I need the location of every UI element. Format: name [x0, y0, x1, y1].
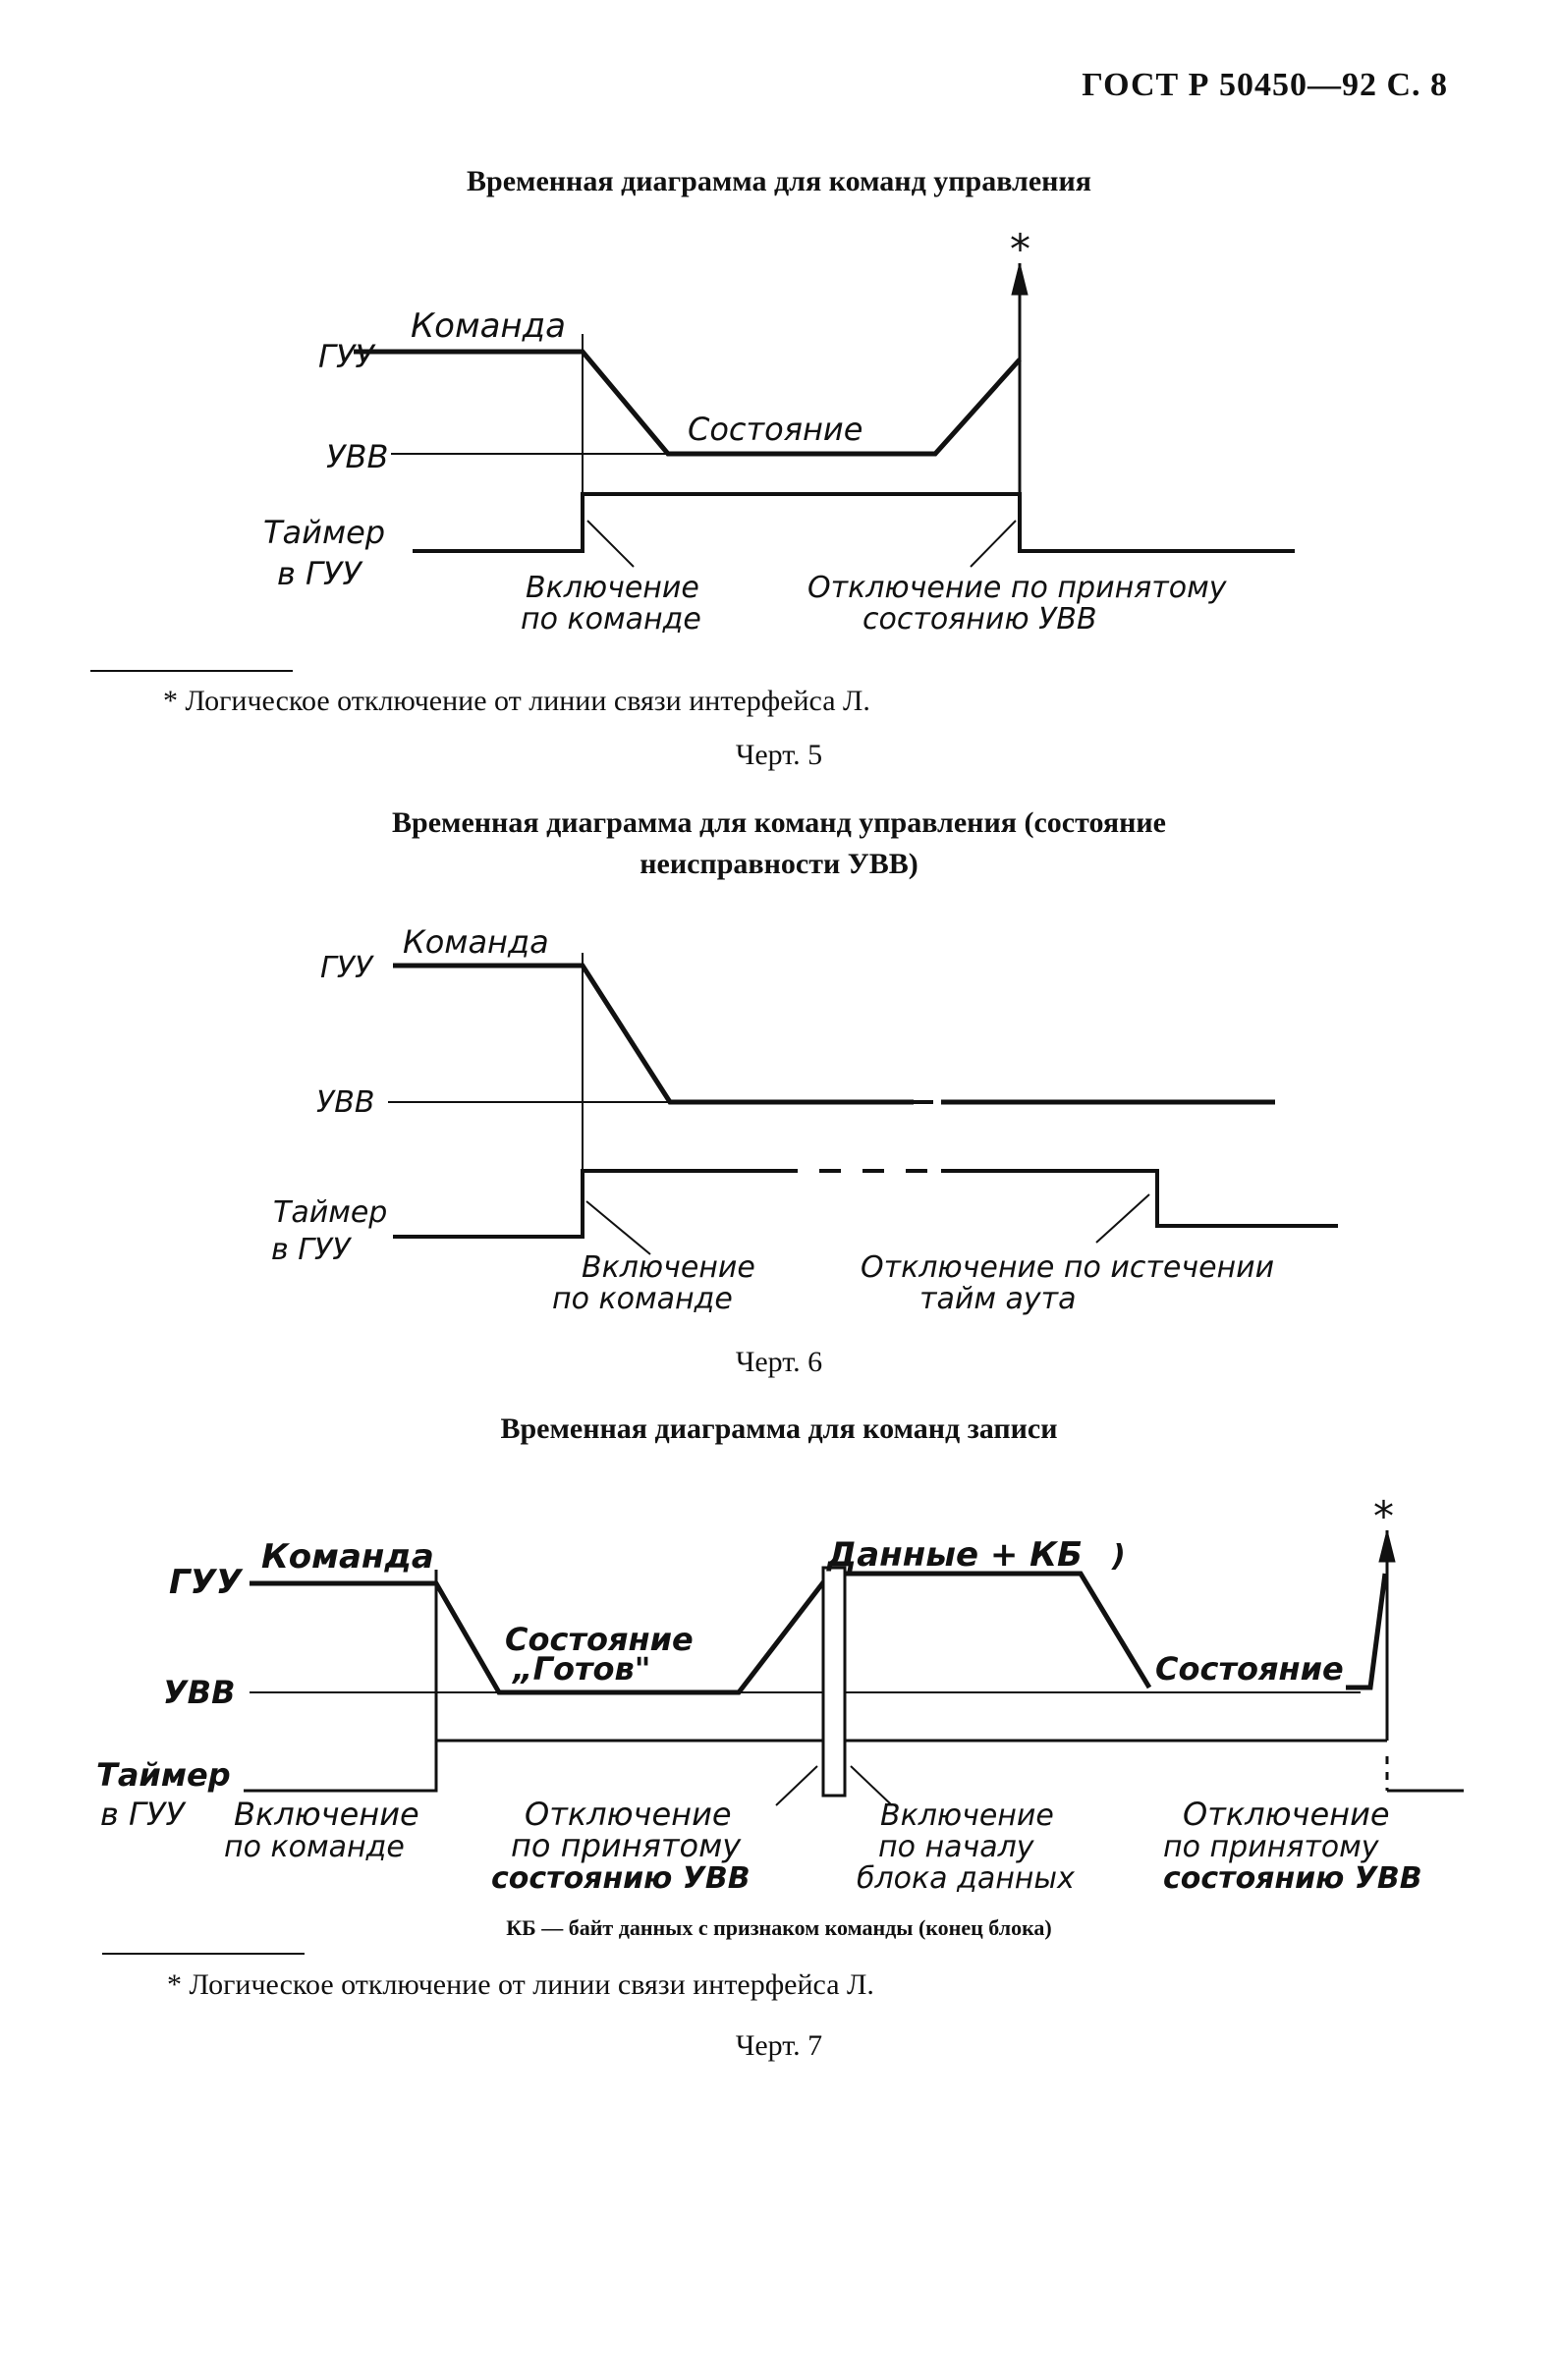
d7-label-on2: по команде [224, 1830, 405, 1864]
diagram-7-title: Временная диаграмма для команд записи [500, 1412, 1058, 1445]
d5-label-off1: Отключение по принятому [807, 571, 1228, 605]
d7-footnote: * Логическое отключение от линии связи и… [167, 1968, 874, 2001]
d7-kb-note: КБ — байт данных с признаком команды (ко… [506, 1915, 1052, 1940]
d5-arrow-icon [1011, 262, 1029, 296]
d7-pointer-off [775, 1765, 818, 1806]
d6-label-timer: Таймер [273, 1195, 387, 1230]
d5-asterisk: * [1010, 225, 1030, 273]
d7-pointer-begin [850, 1765, 893, 1806]
d5-guu-line [354, 349, 1022, 457]
diagram-6 [388, 953, 1338, 1255]
d7-label-off3: состоянию УВВ [491, 1861, 751, 1896]
d7-data-marker [821, 1566, 847, 1798]
d7-label-guu: ГУУ [169, 1563, 244, 1602]
d5-label-uvv: УВВ [326, 438, 388, 475]
d5-label-timer2: в ГУУ [277, 555, 363, 592]
d5-caption: Черт. 5 [735, 739, 823, 771]
diagram-5 [354, 262, 1295, 568]
d7-guu-line [250, 1571, 1152, 1695]
d7-label-command: Команда [261, 1537, 434, 1577]
d7-label-timer2: в ГУУ [100, 1796, 187, 1833]
d7-label-ready: „Готов" [511, 1650, 650, 1688]
diagram-6-title-line-1: Временная диаграмма для команд управлени… [392, 806, 1166, 839]
d7-label-off6: состоянию УВВ [1163, 1861, 1422, 1896]
d5-label-state: Состояние [688, 411, 862, 448]
d7-timer-line [244, 1739, 823, 1793]
footnote-rule-5 [90, 670, 293, 672]
d7-arrow-icon [1378, 1529, 1396, 1563]
d5-label-off2: состоянию УВВ [862, 602, 1097, 637]
d7-guu-tail [1346, 1573, 1388, 1690]
d7-label-uvv: УВВ [163, 1674, 235, 1711]
d7-label-off5: по принятому [1163, 1830, 1380, 1864]
d6-guu-line [393, 963, 914, 1105]
d7-label-state1: Состояние [505, 1621, 694, 1658]
d5-pointer-on [586, 520, 635, 568]
d7-label-paren: ) [1111, 1539, 1126, 1574]
d7-label-off4: Отключение [1183, 1796, 1390, 1833]
d6-timer-line [393, 1169, 776, 1239]
d6-label-on1: Включение [582, 1250, 755, 1285]
d6-caption: Черт. 6 [735, 1346, 823, 1378]
d7-label-on1: Включение [234, 1796, 419, 1833]
d7-label-timer: Таймер [96, 1756, 231, 1794]
d6-label-on2: по команде [552, 1282, 733, 1316]
d5-label-on1: Включение [526, 571, 699, 605]
diagram-5-title: Временная диаграмма для команд управлени… [467, 165, 1091, 197]
footnote-rule-7 [102, 1953, 305, 1955]
d6-label-uvv: УВВ [316, 1085, 374, 1120]
d5-label-on2: по команде [521, 602, 701, 637]
d7-label-begin2: по началу [878, 1830, 1035, 1864]
d7-caption: Черт. 7 [735, 2029, 823, 2062]
diagram-6-title-line-2: неисправности УВВ) [640, 848, 918, 880]
d6-label-command: Команда [403, 923, 549, 961]
d5-footnote: * Логическое отключение от линии связи и… [163, 685, 870, 717]
d7-label-begin1: Включение [880, 1799, 1054, 1833]
d6-label-guu: ГУУ [320, 951, 374, 985]
d6-label-timer2: в ГУУ [271, 1233, 352, 1267]
d7-label-off2: по принятому [511, 1827, 742, 1864]
d5-label-timer: Таймер [263, 514, 385, 551]
d5-label-guu: ГУУ [318, 338, 376, 375]
d5-pointer-off [970, 520, 1017, 568]
page-header: ГОСТ Р 50450—92 С. 8 [1082, 67, 1448, 103]
diagram-7 [244, 1529, 1464, 1806]
d7-asterisk: * [1373, 1492, 1394, 1540]
d6-label-off2: тайм аута [919, 1282, 1077, 1316]
d6-pointer-on [585, 1200, 651, 1255]
d7-label-data: Данные + КБ [826, 1535, 1083, 1575]
d6-label-off1: Отключение по истечении [861, 1250, 1274, 1285]
d7-label-begin3: блока данных [857, 1861, 1075, 1896]
d6-timer-tail [941, 1169, 1338, 1228]
d7-label-state2: Состояние [1155, 1650, 1344, 1688]
d6-pointer-off [1095, 1193, 1150, 1244]
d5-timer-line [413, 492, 1295, 553]
d5-label-command: Команда [411, 306, 566, 346]
d7-label-off1: Отключение [525, 1796, 732, 1833]
